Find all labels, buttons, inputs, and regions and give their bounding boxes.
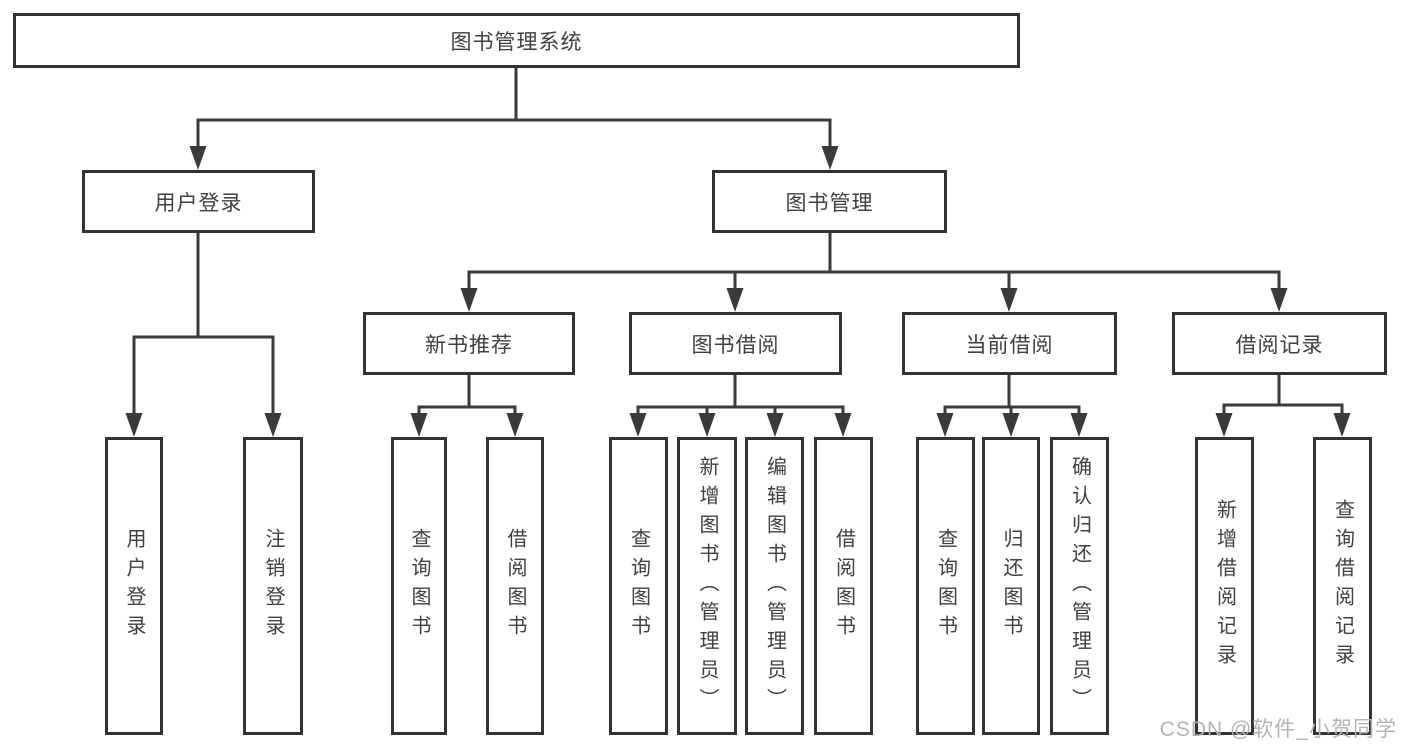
node-leaf-query-books-recommend-label: 查询图书 (408, 528, 430, 644)
node-leaf-query-books-borrow: 查询图书 (609, 437, 668, 735)
node-leaf-edit-books-admin-label: 编辑图书（管理员） (763, 455, 786, 717)
arrow-down-icon (726, 288, 744, 312)
connector-book-mgmt-to-level3 (467, 233, 1281, 292)
arrow-down-icon (1070, 413, 1088, 437)
arrow-down-icon (821, 146, 839, 170)
csdn-watermark: CSDN @软件_小贺同学 (1159, 718, 1397, 741)
node-leaf-query-books-recommend: 查询图书 (391, 437, 447, 735)
node-current-borrow-label: 当前借阅 (965, 333, 1054, 357)
connector-records-to-leaves (1222, 375, 1344, 417)
node-book-borrow-label: 图书借阅 (691, 333, 780, 357)
arrow-down-icon (264, 413, 282, 437)
arrow-down-icon (410, 413, 428, 437)
node-book-borrow: 图书借阅 (629, 312, 842, 375)
node-leaf-user-login-label: 用户登录 (123, 528, 145, 644)
node-leaf-logout-label: 注销登录 (262, 528, 284, 644)
node-leaf-add-books-admin-label: 新增图书（管理员） (696, 455, 718, 717)
node-leaf-logout: 注销登录 (243, 437, 303, 735)
node-new-book-recommend: 新书推荐 (363, 312, 575, 375)
connector-borrow-to-leaves (636, 375, 845, 417)
connector-new-books-to-leaves (417, 375, 517, 417)
node-leaf-borrow-books-recommend-label: 借阅图书 (504, 528, 526, 644)
node-root-system: 图书管理系统 (13, 13, 1020, 68)
arrow-down-icon (936, 413, 954, 437)
arrow-down-icon (1000, 288, 1018, 312)
node-user-login-label: 用户登录 (154, 191, 243, 215)
arrow-down-icon (629, 413, 647, 437)
node-root-system-label: 图书管理系统 (450, 30, 583, 54)
node-leaf-query-books-current-label: 查询图书 (934, 528, 957, 644)
node-leaf-confirm-return-admin: 确认归还（管理员） (1050, 437, 1109, 735)
node-leaf-user-login: 用户登录 (105, 437, 163, 735)
node-leaf-query-borrow-record: 查询借阅记录 (1313, 437, 1372, 735)
node-borrow-records-label: 借阅记录 (1235, 333, 1324, 357)
node-leaf-query-books-borrow-label: 查询图书 (627, 528, 650, 644)
node-leaf-query-books-current: 查询图书 (916, 437, 975, 735)
connector-user-login-to-leaves (132, 233, 275, 417)
node-new-book-recommend-label: 新书推荐 (425, 333, 513, 357)
node-leaf-borrow-books-label: 借阅图书 (832, 528, 855, 644)
node-book-management-label: 图书管理 (785, 191, 874, 215)
node-borrow-records: 借阅记录 (1172, 312, 1387, 375)
node-leaf-confirm-return-admin-label: 确认归还（管理员） (1068, 455, 1091, 717)
node-leaf-edit-books-admin: 编辑图书（管理员） (745, 437, 804, 735)
arrow-down-icon (506, 413, 524, 437)
node-leaf-add-borrow-record: 新增借阅记录 (1195, 437, 1254, 735)
arrow-down-icon (189, 146, 207, 170)
arrow-down-icon (698, 413, 716, 437)
arrow-down-icon (766, 413, 784, 437)
connector-current-to-leaves (943, 375, 1081, 417)
node-leaf-borrow-books-recommend: 借阅图书 (486, 437, 544, 735)
connector-root-to-level2 (196, 68, 832, 150)
node-leaf-add-borrow-record-label: 新增借阅记录 (1213, 499, 1236, 673)
node-current-borrow: 当前借阅 (902, 312, 1117, 375)
arrow-down-icon (1333, 413, 1351, 437)
node-leaf-return-books: 归还图书 (982, 437, 1040, 735)
node-leaf-borrow-books: 借阅图书 (814, 437, 873, 735)
node-leaf-add-books-admin: 新增图书（管理员） (677, 437, 737, 735)
arrow-down-icon (1270, 288, 1288, 312)
node-leaf-query-borrow-record-label: 查询借阅记录 (1331, 499, 1354, 673)
node-leaf-return-books-label: 归还图书 (1000, 528, 1022, 644)
arrow-down-icon (1215, 413, 1233, 437)
arrow-down-icon (460, 288, 478, 312)
arrow-down-icon (834, 413, 852, 437)
node-user-login: 用户登录 (82, 170, 315, 233)
node-book-management: 图书管理 (712, 170, 947, 233)
arrow-down-icon (1002, 413, 1020, 437)
arrow-down-icon (125, 413, 143, 437)
